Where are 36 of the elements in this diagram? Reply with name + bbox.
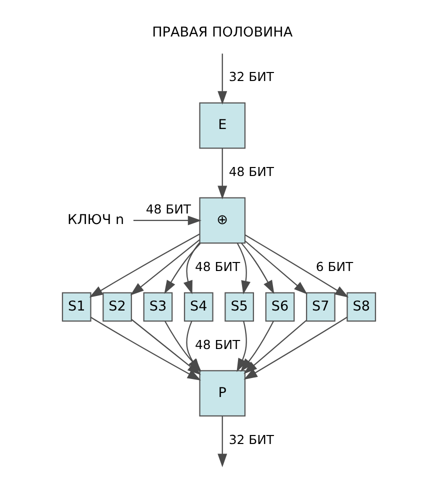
arrow: [182, 242, 200, 294]
node-box: S2: [102, 292, 132, 322]
node-box: S8: [346, 292, 376, 322]
arrow: [243, 320, 306, 374]
arrow: [240, 321, 274, 372]
edge-label: 48 БИТ: [194, 259, 240, 274]
arrow: [243, 316, 347, 380]
node-box: P: [198, 370, 246, 416]
node-box: S3: [142, 292, 172, 322]
edge-label: 48 БИТ: [194, 337, 240, 352]
arrow: [236, 243, 250, 294]
arrow: [132, 216, 201, 226]
node-box: S4: [183, 292, 213, 322]
arrow: [217, 54, 227, 105]
arrow: [88, 234, 200, 298]
arrow: [130, 239, 200, 296]
edge-label: 48 БИТ: [145, 201, 190, 216]
node-box: S6: [264, 292, 294, 322]
edge-label: 6 БИТ: [315, 259, 353, 274]
arrow: [164, 243, 200, 294]
arrow: [217, 148, 227, 200]
node-box: ⊕: [198, 197, 246, 244]
arrow: [217, 416, 227, 468]
node-text: ПРАВАЯ ПОЛОВИНА: [152, 24, 292, 40]
arrow: [236, 320, 246, 372]
edge-label: 32 БИТ: [228, 432, 274, 447]
edge-label: 32 БИТ: [228, 69, 274, 84]
arrow: [244, 234, 348, 298]
node-box: E: [198, 102, 246, 149]
arrow: [244, 240, 307, 294]
arrow: [240, 242, 274, 294]
node-box: S1: [61, 292, 91, 322]
node-box: S5: [224, 292, 254, 322]
edge-label: 48 БИТ: [228, 164, 274, 180]
node-box: S7: [305, 292, 335, 322]
node-text: КЛЮЧ n: [67, 212, 124, 228]
